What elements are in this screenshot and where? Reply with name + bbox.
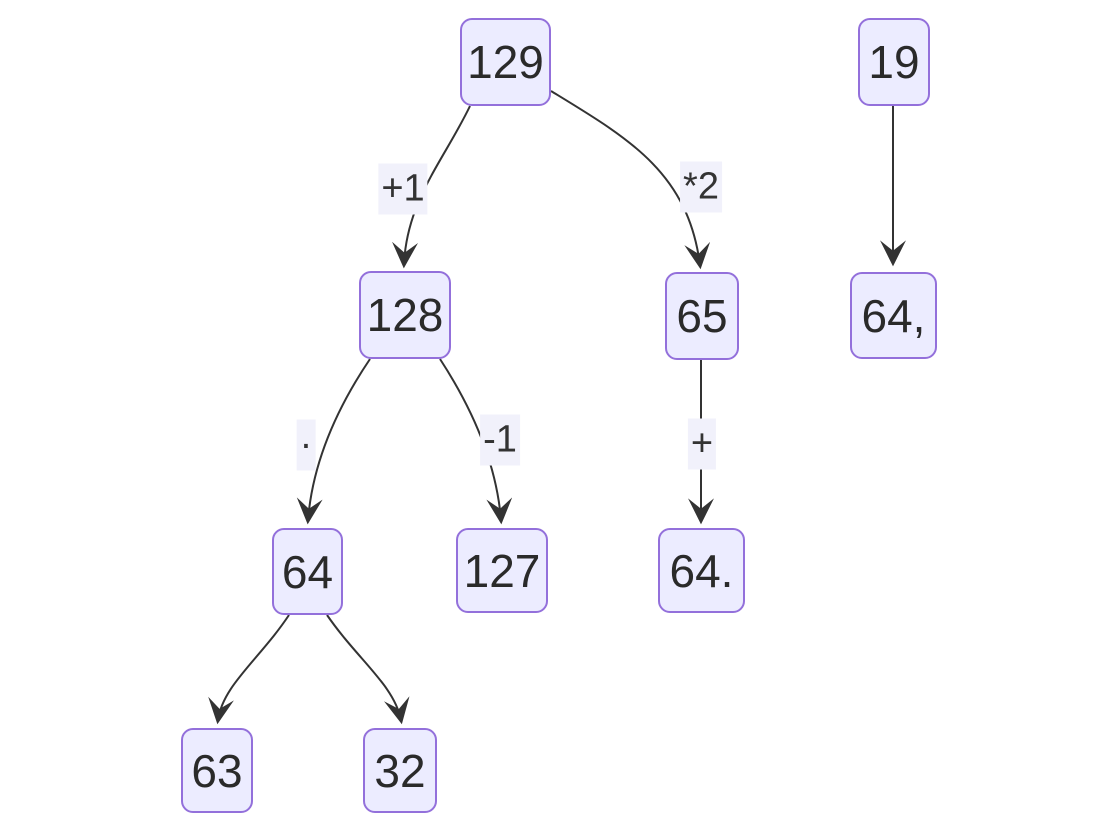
edge-n129-n65 [550,90,711,270]
edge-label-n129-n65: *2 [680,161,722,213]
node-label: 64 [281,545,334,598]
edge-n64-n63 [208,614,290,725]
node-label: 65 [676,290,728,342]
node-label: 129 [467,36,544,88]
edge-n64-n32 [326,614,410,725]
node-label: 64, [861,289,926,342]
node-label: 32 [374,744,426,797]
node-label: 128 [366,289,444,341]
tree-node-n64comma: 64, [850,272,937,359]
node-label: 63 [191,744,243,797]
edge-label-n129-n128: +1 [378,163,428,215]
edge-n128-n64 [296,358,371,525]
tree-node-n64: 64 [272,528,343,615]
tree-node-n63: 63 [181,728,253,813]
tree-node-n129: 129 [460,18,551,106]
tree-node-n127: 127 [456,528,548,613]
tree-node-n32: 32 [363,728,437,813]
tree-node-n64dot: 64. [658,528,745,613]
tree-node-n19: 19 [858,18,930,106]
tree-node-n128: 128 [359,271,451,359]
edge-label-n65-n64dot: + [687,418,717,470]
edge-label-n128-n64: · [296,419,316,471]
node-label: 19 [868,36,920,88]
edge-group [208,90,906,725]
node-label: 64. [669,544,734,597]
edge-label-n128-n127: -1 [480,414,520,466]
tree-node-n65: 65 [665,272,739,360]
node-label: 127 [463,544,541,597]
edge-n129-n128 [392,105,471,269]
edge-n128-n127 [439,358,513,525]
